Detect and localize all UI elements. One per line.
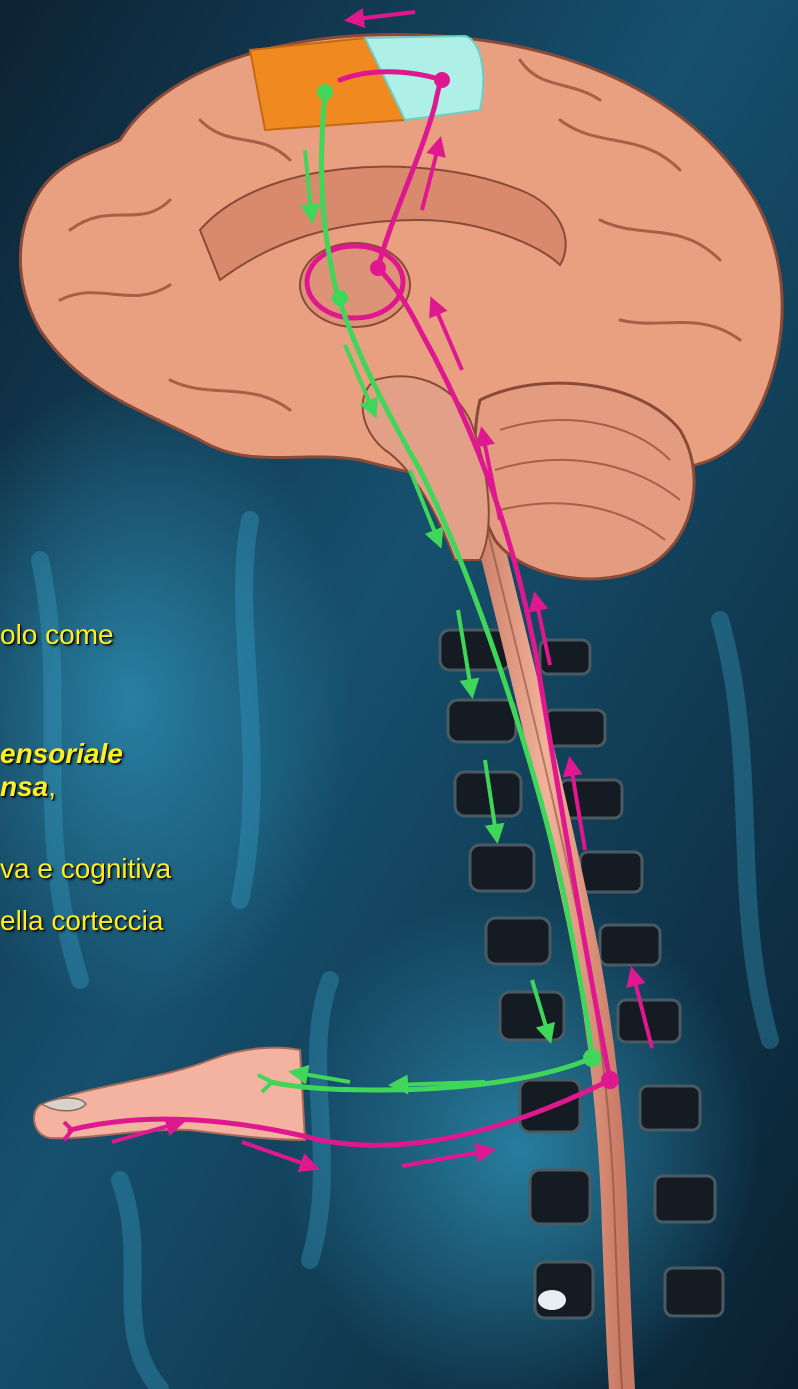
caption-line-3: nsa, <box>0 770 56 803</box>
caption-line-1: olo come <box>0 618 114 651</box>
caption-text: nsa <box>0 771 48 802</box>
caption-line-2: ensoriale <box>0 737 123 770</box>
vertebra <box>500 992 564 1040</box>
neuron-body <box>601 1071 619 1089</box>
neuron-body <box>332 290 348 306</box>
vertebra-highlight <box>538 1290 566 1310</box>
caption-text: ensoriale <box>0 738 123 769</box>
vertebra <box>486 918 550 964</box>
vertebra <box>655 1176 715 1222</box>
vertebra <box>580 852 642 892</box>
vertebra <box>665 1268 723 1316</box>
neuron-body <box>434 72 450 88</box>
cerebellum <box>475 383 694 579</box>
neuron-body <box>583 1049 601 1067</box>
vertebra <box>640 1086 700 1130</box>
caption-text: ella corteccia <box>0 905 163 936</box>
neuron-body <box>317 84 333 100</box>
vertebra <box>470 845 534 891</box>
vertebra <box>448 700 516 742</box>
caption-text: olo come <box>0 619 114 650</box>
neuron-body <box>370 260 386 276</box>
vertebra <box>600 925 660 965</box>
caption-text: va e cognitiva <box>0 853 171 884</box>
vertebra <box>545 710 605 746</box>
vertebra <box>535 1262 593 1318</box>
vertebra <box>560 780 622 818</box>
vertebra <box>530 1170 590 1224</box>
caption-punctuation: , <box>48 771 56 802</box>
caption-line-4: va e cognitiva <box>0 852 171 885</box>
caption-line-5: ella corteccia <box>0 904 163 937</box>
